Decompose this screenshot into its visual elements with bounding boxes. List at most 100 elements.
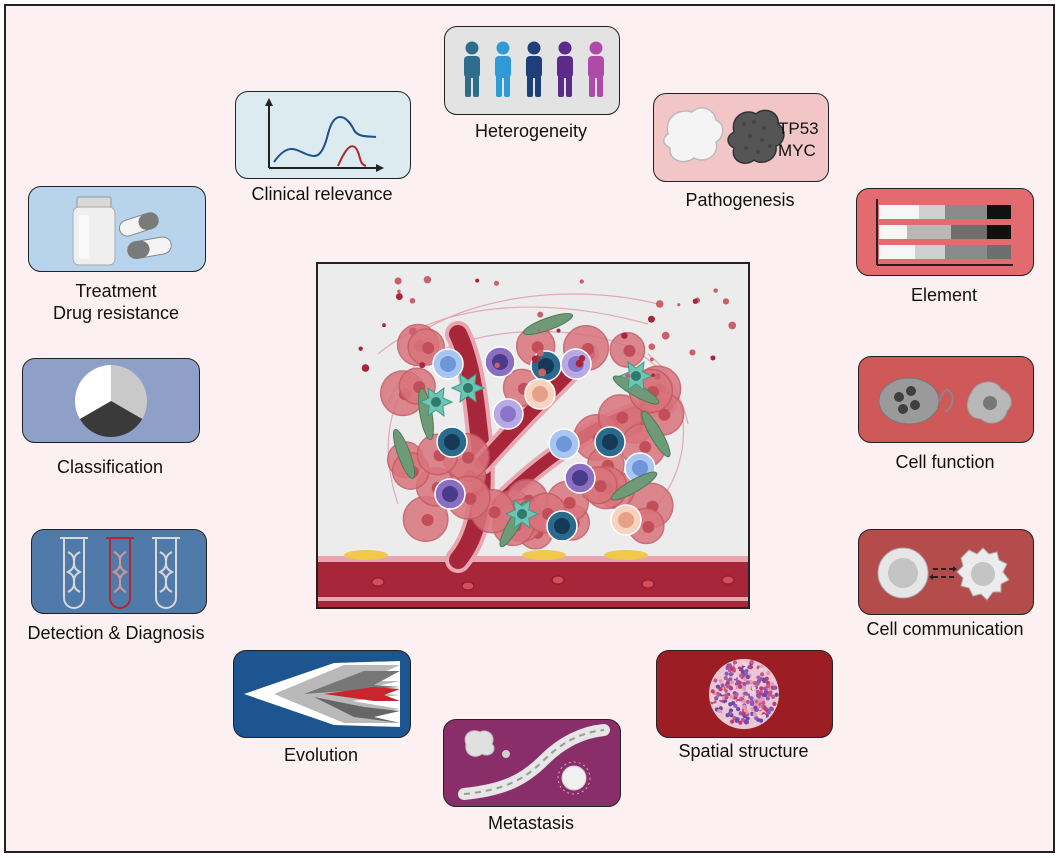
immune-nucleus [440, 356, 456, 372]
spatial-spot [738, 720, 743, 725]
spatial-spot [742, 699, 747, 704]
spatial-spot [743, 691, 748, 696]
figure-frame: Heterogeneity Clinical relevance TP53 MY… [4, 4, 1055, 853]
spatial-spot [759, 686, 764, 691]
spatial-spot [751, 690, 756, 695]
spatial-spot [766, 710, 771, 715]
immune-nucleus [500, 406, 516, 422]
metastasis-icon [458, 724, 610, 800]
spatial-spot [745, 680, 750, 685]
cell-icon: TP53 MYC [663, 107, 819, 164]
spatial-spot [749, 659, 754, 665]
gene-label: TP53 [778, 119, 819, 138]
particle [710, 355, 716, 361]
spatial-spot [772, 685, 777, 690]
heterogeneity-tile [444, 26, 620, 115]
spatial-spot [715, 684, 720, 689]
spatial-spot [728, 686, 734, 691]
spatial-spot [751, 686, 756, 691]
spatial-spot [758, 667, 763, 672]
detection-label: Detection & Diagnosis [27, 623, 205, 643]
spatial-spot [763, 686, 768, 691]
spatial-spot [735, 685, 740, 690]
test-tube [152, 537, 180, 609]
cell-communication-label: Cell communication [866, 619, 1024, 639]
evolution-fan-icon [244, 661, 400, 727]
red-blood-cell [461, 581, 475, 591]
spatial-spot [772, 701, 777, 706]
particle [475, 278, 480, 283]
particle [394, 277, 402, 285]
cell-population [380, 312, 685, 550]
spatial-spot [713, 678, 718, 683]
spatial-spot [715, 691, 720, 696]
band-row [879, 225, 1011, 239]
clinical-relevance-tile [235, 91, 411, 179]
spatial-spot [712, 702, 717, 707]
cell-function-label: Cell function [895, 452, 995, 472]
spatial-spot [748, 664, 753, 670]
spatial-spot [728, 677, 733, 682]
gene-label: MYC [778, 141, 816, 160]
spatial-spot [724, 671, 729, 676]
spatial-structure-tile [656, 650, 833, 738]
spatial-spot [765, 696, 770, 701]
spatial-spot [752, 680, 757, 686]
particle [575, 359, 584, 368]
person-figure [495, 41, 511, 97]
particle [494, 362, 500, 369]
particle [493, 280, 500, 286]
spatial-spot [744, 668, 749, 674]
spatial-spot [710, 697, 715, 703]
particle [650, 357, 654, 362]
spatial-spot [736, 700, 741, 706]
spatial-spot [723, 718, 728, 723]
spatial-spot [734, 663, 739, 669]
spatial-spot [733, 692, 738, 698]
spatial-spot [745, 716, 750, 721]
spatial-spot [738, 684, 743, 689]
spatial-spot [754, 716, 759, 721]
immune-nucleus [444, 434, 460, 450]
cell-function-tile [858, 356, 1034, 443]
curve-chart-icon [265, 98, 384, 172]
tumor-nucleus [421, 514, 434, 527]
drug-resistance-label: Drug resistance [52, 303, 180, 323]
spatial-spot [765, 680, 770, 685]
spatial-spot [738, 711, 743, 716]
dendritic-nucleus [631, 371, 641, 381]
spatial-spot [766, 670, 771, 676]
red-blood-cell [371, 577, 385, 587]
element-tile [856, 188, 1034, 276]
particle-dots [358, 276, 737, 380]
immune-nucleus [556, 436, 572, 452]
spatial-spot [736, 707, 741, 712]
pie-icon [74, 365, 148, 438]
test-tube-icon [60, 537, 180, 609]
red-blood-cells [371, 575, 735, 591]
person-figure [526, 41, 542, 97]
particle [409, 327, 417, 336]
spatial-spot [747, 689, 752, 694]
evolution-tile [233, 650, 411, 738]
evolution-label: Evolution [283, 745, 359, 765]
spatial-spot [732, 660, 738, 665]
treatment-label: Treatment [75, 281, 157, 301]
particle [651, 373, 655, 377]
person-figure [557, 41, 573, 97]
classification-tile [22, 358, 200, 443]
particle [579, 279, 584, 284]
spatial-spot [756, 679, 761, 684]
spatial-map-icon [709, 659, 779, 729]
spatial-spot [743, 708, 748, 713]
band-row [879, 245, 1011, 259]
pathogenesis-tile: TP53 MYC [653, 93, 829, 182]
band-row [879, 205, 1011, 219]
spatial-spot [743, 672, 748, 677]
tumor-nucleus [488, 506, 501, 519]
particle [397, 289, 401, 294]
metastasis-tile [443, 719, 621, 807]
tumor-nucleus [616, 411, 629, 424]
spatial-spot [720, 683, 725, 688]
spatial-spot [727, 663, 732, 668]
